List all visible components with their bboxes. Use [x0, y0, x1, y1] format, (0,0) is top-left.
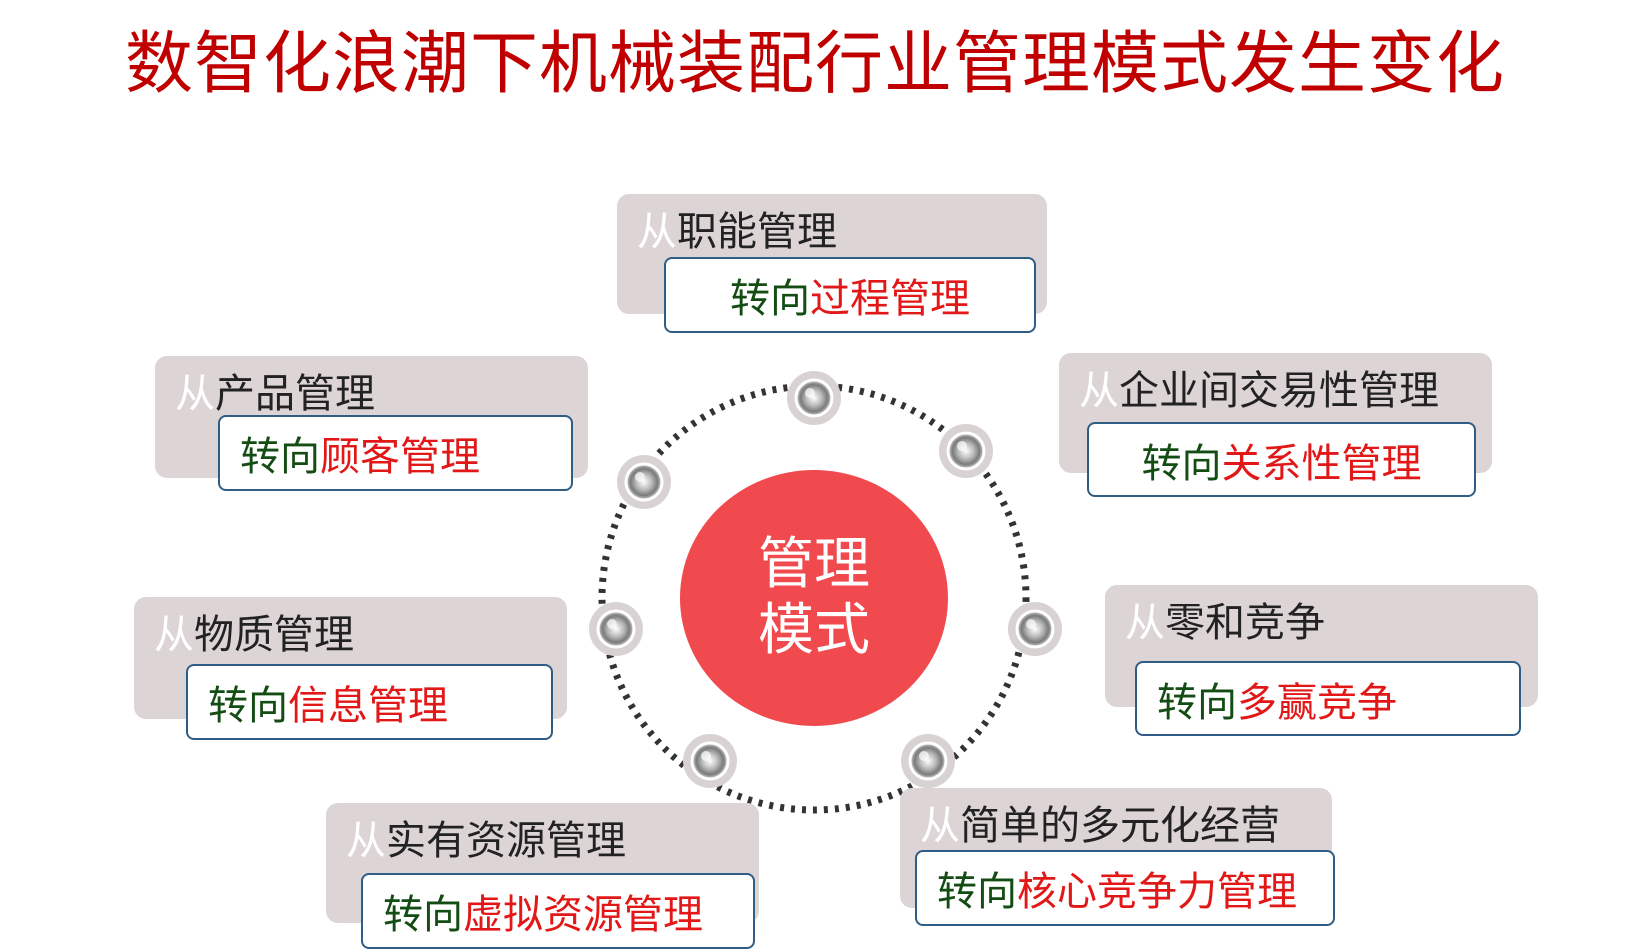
to-word: 转向 — [208, 683, 288, 729]
to-text: 顾客管理 — [320, 434, 480, 480]
ring-node — [617, 455, 671, 509]
from-word: 从 — [175, 371, 215, 417]
from-text: 产品管理 — [215, 371, 375, 417]
ring-node — [683, 734, 737, 788]
ring-node — [1008, 602, 1062, 656]
card-front: 转向信息管理 — [186, 664, 553, 740]
from-text: 实有资源管理 — [386, 818, 626, 864]
from-text: 零和竞争 — [1165, 600, 1325, 646]
to-word: 转向 — [383, 892, 463, 938]
from-word: 从 — [346, 818, 386, 864]
to-text: 核心竞争力管理 — [1017, 869, 1297, 915]
ring-node — [787, 371, 841, 425]
from-text: 职能管理 — [677, 209, 837, 255]
from-word: 从 — [1079, 368, 1119, 414]
center-label: 管理模式 — [758, 532, 870, 663]
to-word: 转向 — [1157, 679, 1237, 726]
card-front: 转向核心竞争力管理 — [915, 850, 1335, 926]
dotted-ring — [598, 382, 1030, 814]
from-line: 从零和竞争 — [1125, 599, 1325, 647]
to-word: 转向 — [1141, 440, 1222, 487]
to-word: 转向 — [240, 434, 320, 480]
ring-node — [589, 602, 643, 656]
ring-nodes — [589, 371, 1062, 788]
from-line: 从企业间交易性管理 — [1079, 367, 1439, 415]
to-text: 虚拟资源管理 — [463, 892, 703, 938]
card-front: 转向虚拟资源管理 — [361, 873, 755, 949]
from-line: 从简单的多元化经营 — [920, 802, 1280, 850]
to-text: 多赢竞争 — [1237, 679, 1397, 726]
from-word: 从 — [920, 803, 960, 849]
to-text: 信息管理 — [288, 683, 448, 729]
from-line: 从实有资源管理 — [346, 817, 626, 865]
from-text: 简单的多元化经营 — [960, 803, 1280, 849]
to-word: 转向 — [730, 276, 810, 322]
from-text: 企业间交易性管理 — [1119, 368, 1439, 414]
from-text: 物质管理 — [194, 612, 354, 658]
slide-title: 数智化浪潮下机械装配行业管理模式发生变化 — [124, 25, 1505, 104]
from-word: 从 — [154, 612, 194, 658]
to-word: 转向 — [937, 869, 1017, 915]
card-front: 转向顾客管理 — [218, 415, 573, 491]
from-line: 从产品管理 — [175, 370, 375, 418]
card-front: 转向多赢竞争 — [1135, 661, 1521, 736]
from-line: 从物质管理 — [154, 611, 354, 659]
center-circle: 管理模式 — [680, 470, 948, 726]
card-front: 转向关系性管理 — [1087, 422, 1476, 497]
ring-node — [901, 734, 955, 788]
from-line: 从职能管理 — [637, 208, 837, 256]
to-text: 关系性管理 — [1221, 440, 1422, 487]
from-word: 从 — [1125, 600, 1165, 646]
ring-node — [939, 424, 993, 478]
to-text: 过程管理 — [810, 276, 970, 322]
from-word: 从 — [637, 209, 677, 255]
card-front: 转向过程管理 — [664, 257, 1036, 333]
